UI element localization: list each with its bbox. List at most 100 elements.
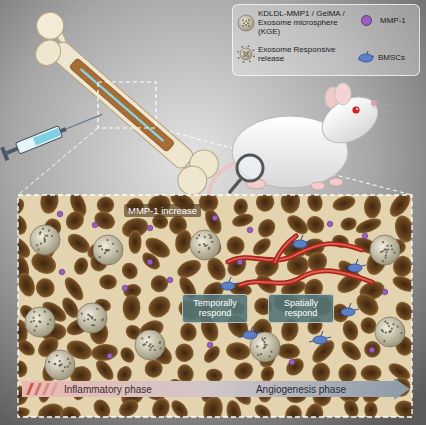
exosome-dot [393,251,395,253]
exosome-dot [248,19,250,21]
legend-label: BMSCs [378,53,426,62]
legend-entry: KDLDL-MMP1 / GelMA / Exosome microsphere… [237,9,350,37]
marrow-space [32,275,58,301]
marrow-space [283,403,304,417]
marrow-space [339,216,358,233]
marrow-space [139,249,163,272]
exosome-dot [49,319,51,321]
mmp1-molecule [327,221,333,227]
marrow-space [283,355,308,379]
exosome-dot [56,354,58,356]
exosome-dot [83,320,85,322]
bone-ground [18,195,412,417]
microsphere-body [30,225,60,255]
microsphere [135,330,165,360]
marrow-space [201,343,223,366]
exosome-dot [264,343,266,345]
exosome-dot [247,51,249,53]
exosome-dot [47,323,49,325]
legend-entry: MMP-1 [357,15,426,26]
exosome-dot [159,347,161,349]
exosome-dot [99,256,101,258]
exosome-dot [245,20,247,22]
exosome-dot [141,337,143,339]
exosome-dot [382,241,384,243]
exosome-dot [106,239,108,241]
response-label: Spatially respond [273,298,329,318]
mmp1-molecule [147,259,153,265]
exosome-dot [247,53,249,55]
exosome-dot [101,248,103,250]
exosome-dot [389,331,391,333]
exosome-dot [380,251,382,253]
exosome-dot [204,236,206,238]
exosome-dot [198,234,200,236]
marrow-space [255,216,279,241]
exosome-dot [256,345,258,347]
exosome-dot [387,249,389,251]
bmsc-cell [344,259,366,272]
microsphere [93,235,123,265]
arrow-shape [22,378,410,400]
exosome-dot [39,321,41,323]
label-holder: MMP-1 increase [124,200,201,218]
exosome-dot [104,252,106,254]
exosome-dot [247,22,249,24]
exosome-dot [243,55,245,57]
marrow-space [305,195,324,213]
bmsc-cell [337,303,359,316]
exosome-dot [33,320,35,322]
microsphere-body [135,330,165,360]
microsphere [30,225,60,255]
marrow-space [232,197,249,216]
exosome-dot [199,244,201,246]
exosome-dot [148,345,150,347]
phase-stripe [26,383,34,395]
exosome-dot [203,243,205,245]
exosome-dot [32,317,34,319]
marrow-space [118,345,138,366]
exosome-dot [269,355,271,357]
exosome-dot [40,242,42,244]
legend-label: MMP-1 [380,16,426,25]
exosome-dot [39,321,41,323]
mmp1-molecule [382,289,388,295]
marrow-space [223,233,248,258]
marrow-space [340,318,360,342]
blood-vessel [240,271,372,285]
exosome-dot [382,260,384,262]
exosome-dot [211,241,213,243]
marrow-space [168,397,191,417]
exosome-dot [386,245,388,247]
exosome-dot [69,362,71,364]
exosome-dot [48,229,50,231]
exosome-dot [245,52,247,54]
blood-vessel-highlight [275,236,296,262]
marrow-space [90,396,113,417]
marrow-space [93,357,117,383]
exosome-dot [257,354,259,356]
marrow-space [179,322,198,342]
microsphere-body [370,235,400,265]
mmp1-molecule [167,277,173,283]
microsphere-body [77,303,107,333]
trabecular-bone [18,195,412,417]
legend-icon [237,14,255,32]
marrow-space [250,235,274,258]
microsphere [375,317,405,347]
marrow-space [141,356,166,381]
marrow-space [352,289,382,319]
mmp1-molecule [369,347,375,353]
legend-entry: BMSCs [357,49,426,67]
exosome-dot [264,346,266,348]
exosome-dot [81,313,83,315]
exosome-dot [38,248,40,250]
legend-entry: Exosome Responsive release [237,45,350,63]
marrow-space [312,363,330,382]
exosome-dot [91,317,93,319]
exosome-dot [67,366,69,368]
cell-body [359,54,373,62]
exosome-dot [385,254,387,256]
response-label-box: Temporally respond [182,294,248,323]
phase-arrow-band: Inflammatory phaseAngiogenesis phase [22,378,410,400]
